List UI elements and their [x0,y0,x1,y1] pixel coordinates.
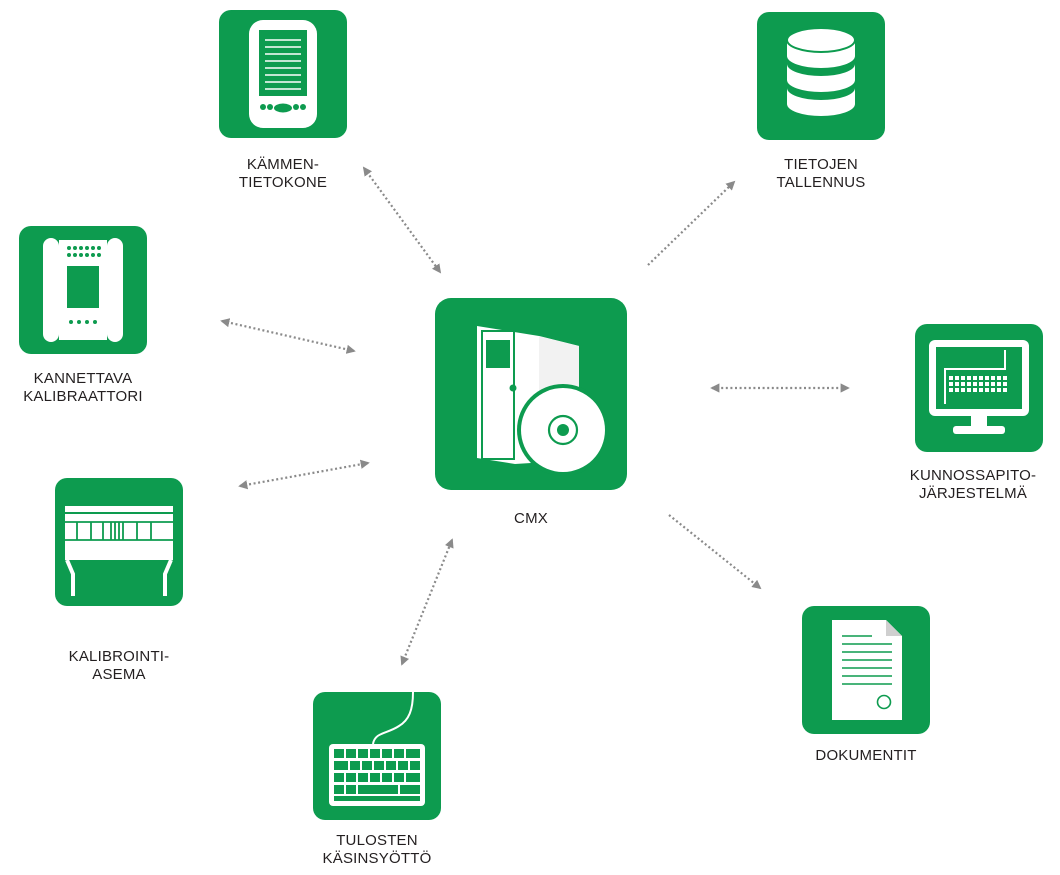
node-documents-label: DOKUMENTIT [815,747,917,764]
connector-keyboard [400,538,454,666]
connector-station [238,459,370,490]
server-with-disc-icon [435,298,627,490]
connector-storage [647,180,736,266]
handheld-computer-icon [219,10,347,138]
calibration-station-icon [55,478,183,606]
node-calibrator-label: KANNETTAVA KALIBRAATTORI [23,370,143,405]
node-storage-label: TIETOJEN TALLENNUS [776,156,866,191]
portable-calibrator-icon [19,226,147,354]
monitor-icon [915,324,1043,452]
hub-label: CMX [514,510,548,527]
node-station-label: KALIBROINTI- ASEMA [68,648,170,683]
database-icon [757,12,885,140]
keyboard-icon [313,692,441,820]
node-handheld-label: KÄMMEN- TIETOKONE [238,156,328,191]
node-maintenance-label: KUNNOSSAPITO- JÄRJESTELMÄ [909,467,1037,502]
connector-handheld [362,166,442,274]
node-keyboard-label: TULOSTEN KÄSINSYÖTTÖ [322,832,432,867]
connector-documents [668,514,762,590]
document-icon [802,606,930,734]
connector-calibrator [220,318,356,354]
